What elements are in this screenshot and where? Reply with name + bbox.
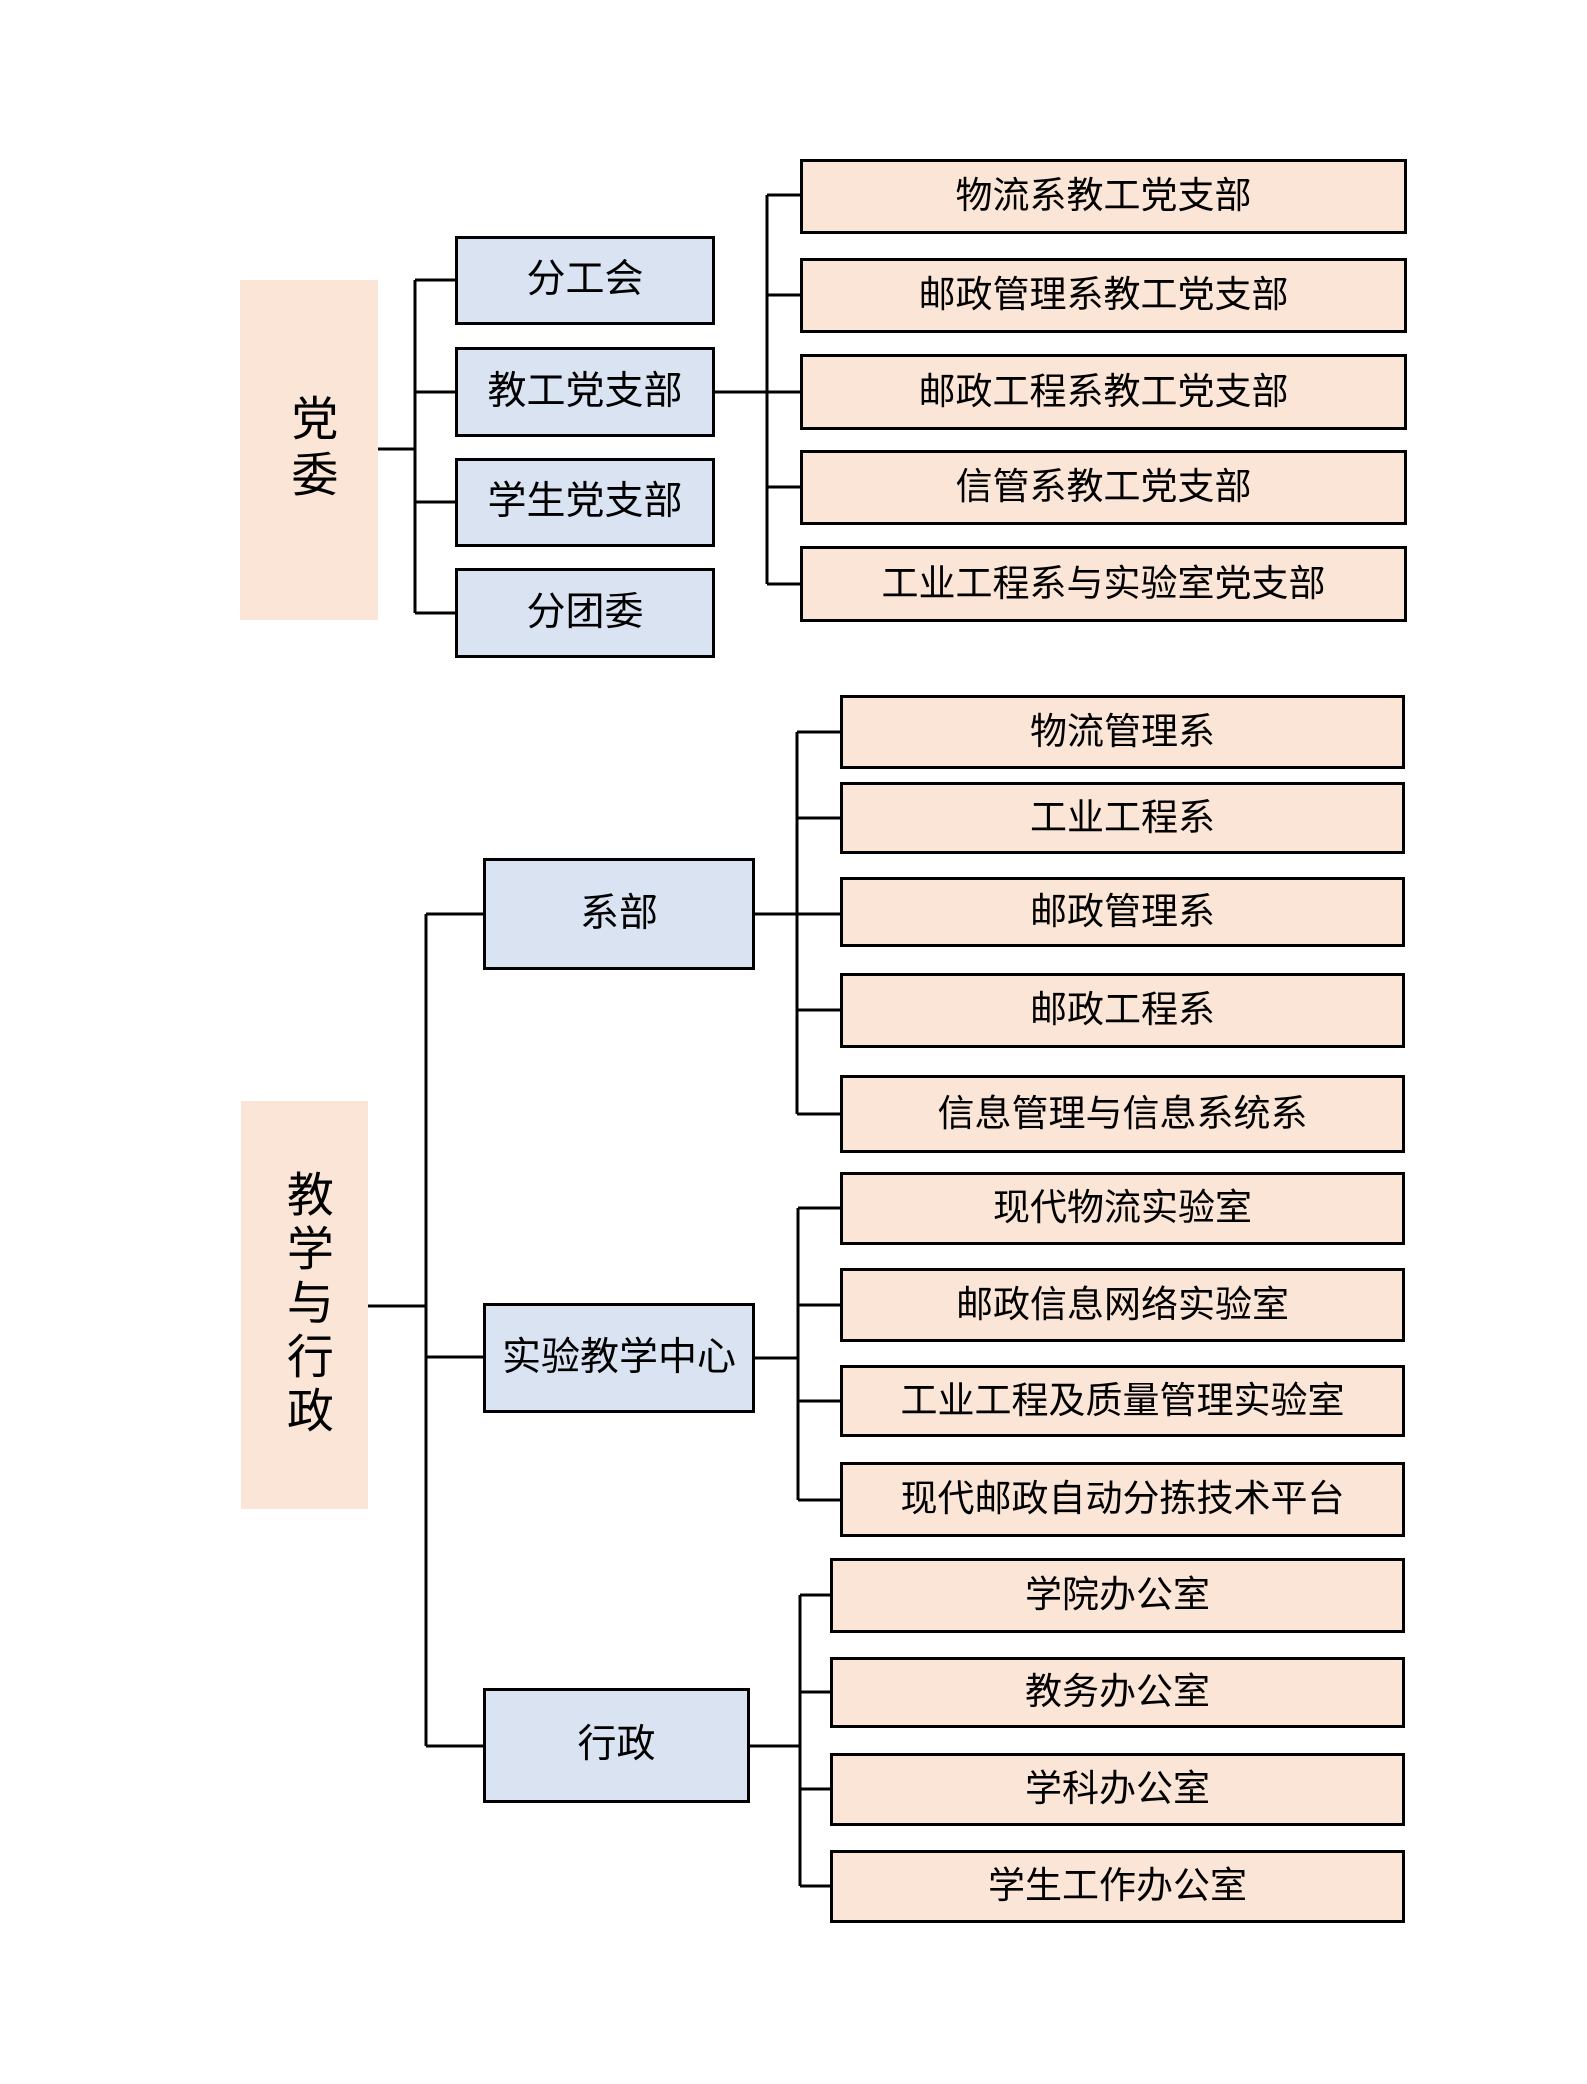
node-label: 工业工程系: [1030, 795, 1215, 839]
node-faculty-party-branch-label: 教工党支部: [487, 368, 683, 414]
node-label: 工业工程及质量管理实验室: [900, 1378, 1345, 1422]
node-student-party-branch: 学生党支部: [455, 458, 715, 547]
node-label: 现代物流实验室: [993, 1186, 1252, 1230]
node-postal-engineering-dept: 邮政工程系: [840, 973, 1405, 1048]
node-student-affairs-office: 学生工作办公室: [830, 1850, 1405, 1923]
node-info-mgmt-info-systems-dept: 信息管理与信息系统系: [840, 1075, 1405, 1153]
node-teaching-and-admin: 教学与行政: [241, 1101, 368, 1509]
node-party-committee-label: 党委: [282, 394, 338, 506]
node-industrial-eng-lab-party-branch: 工业工程系与实验室党支部: [800, 546, 1407, 622]
node-modern-postal-auto-sorting-platform: 现代邮政自动分拣技术平台: [840, 1462, 1405, 1537]
node-administration-label: 行政: [577, 1722, 656, 1768]
node-label: 邮政工程系教工党支部: [918, 369, 1289, 413]
node-label: 邮政工程系: [1030, 988, 1215, 1032]
node-experimental-teaching-center-label: 实验教学中心: [501, 1334, 736, 1380]
node-experimental-teaching-center: 实验教学中心: [483, 1303, 755, 1413]
node-label: 学院办公室: [1025, 1573, 1210, 1617]
node-label: 信息管理与信息系统系: [937, 1091, 1308, 1135]
node-label: 信管系教工党支部: [955, 465, 1252, 509]
node-college-office: 学院办公室: [830, 1558, 1405, 1633]
node-academic-affairs-office: 教务办公室: [830, 1657, 1405, 1728]
node-postal-eng-faculty-party-branch: 邮政工程系教工党支部: [800, 354, 1407, 430]
node-industrial-eng-quality-mgmt-lab: 工业工程及质量管理实验室: [840, 1365, 1405, 1437]
node-postal-mgmt-faculty-party-branch: 邮政管理系教工党支部: [800, 258, 1407, 333]
node-label: 物流系教工党支部: [955, 174, 1252, 218]
node-label: 邮政管理系: [1030, 889, 1215, 933]
node-branch-trade-union-label: 分工会: [526, 257, 644, 303]
node-discipline-office: 学科办公室: [830, 1753, 1405, 1826]
node-label: 现代邮政自动分拣技术平台: [900, 1477, 1345, 1521]
node-label: 教务办公室: [1025, 1670, 1210, 1714]
node-administration: 行政: [483, 1688, 750, 1803]
node-label: 物流管理系: [1030, 709, 1215, 753]
node-party-committee: 党委: [240, 280, 378, 620]
node-label: 邮政信息网络实验室: [956, 1282, 1289, 1326]
node-postal-info-network-lab: 邮政信息网络实验室: [840, 1268, 1405, 1342]
node-label: 学生工作办公室: [988, 1864, 1247, 1908]
node-modern-logistics-lab: 现代物流实验室: [840, 1172, 1405, 1245]
node-label: 邮政管理系教工党支部: [918, 273, 1289, 317]
node-logistics-faculty-party-branch: 物流系教工党支部: [800, 159, 1407, 234]
node-industrial-engineering-dept: 工业工程系: [840, 782, 1405, 854]
node-label: 学科办公室: [1025, 1767, 1210, 1811]
node-info-mgmt-faculty-party-branch: 信管系教工党支部: [800, 450, 1407, 525]
node-youth-league-committee-label: 分团委: [526, 589, 644, 635]
node-teaching-and-admin-label: 教学与行政: [277, 1170, 333, 1440]
node-departments-label: 系部: [579, 890, 658, 936]
node-student-party-branch-label: 学生党支部: [487, 479, 683, 525]
node-departments: 系部: [483, 858, 755, 970]
node-logistics-management-dept: 物流管理系: [840, 695, 1405, 769]
node-branch-trade-union: 分工会: [455, 236, 715, 325]
node-youth-league-committee: 分团委: [455, 568, 715, 658]
node-postal-management-dept: 邮政管理系: [840, 877, 1405, 947]
node-faculty-party-branch: 教工党支部: [455, 347, 715, 437]
node-label: 工业工程系与实验室党支部: [881, 561, 1326, 605]
